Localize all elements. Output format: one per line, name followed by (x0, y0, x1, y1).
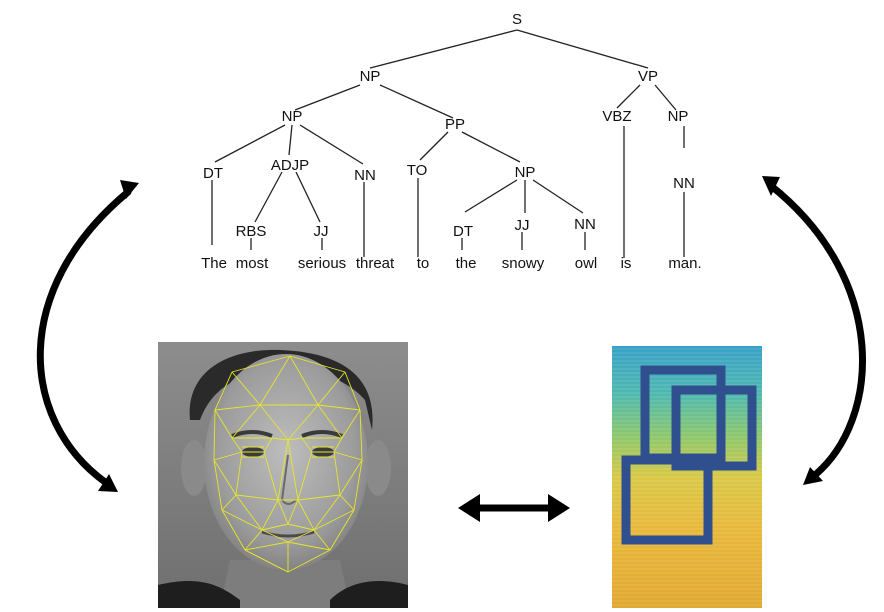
tree-words: The most serious threat to the snowy owl… (201, 255, 702, 272)
node-jj-2: JJ (515, 217, 530, 234)
word-is: is (621, 255, 632, 272)
face-skin (204, 354, 368, 570)
word-man: man. (668, 255, 701, 272)
detection-boxes (621, 365, 757, 545)
word-owl: owl (575, 255, 598, 272)
right-ear (365, 440, 391, 496)
node-s: S (512, 11, 522, 28)
node-adjp: ADJP (271, 157, 309, 174)
heatmap-image (612, 346, 762, 608)
detection-box-3 (621, 455, 713, 545)
node-nn-object: NN (673, 175, 695, 192)
node-vbz: VBZ (602, 108, 631, 125)
word-snowy: snowy (502, 255, 545, 272)
left-arrow-head-top (120, 180, 139, 199)
horizontal-arrow-head-right (548, 494, 570, 522)
word-threat: threat (356, 255, 395, 272)
horizontal-arrow-head-left (458, 494, 480, 522)
node-nn-threat: NN (354, 167, 376, 184)
node-rbs: RBS (236, 223, 267, 240)
left-curved-double-arrow (36, 188, 132, 486)
left-ear (181, 440, 207, 496)
tree-node-labels: S NP VP NP PP VBZ NP DT ADJP NN TO NP NN… (203, 11, 695, 240)
right-brow (301, 430, 343, 438)
right-arrow-head-bottom (803, 467, 823, 485)
right-curved-double-arrow (766, 181, 867, 479)
neck (220, 560, 350, 608)
parse-tree: S NP VP NP PP VBZ NP DT ADJP NN TO NP NN… (201, 11, 702, 272)
node-dt-1: DT (203, 165, 223, 182)
word-most: most (236, 255, 269, 272)
node-vp: VP (638, 68, 658, 85)
face-landmark-mesh (213, 355, 363, 573)
tree-edges (211, 29, 685, 258)
word-to: to (417, 255, 430, 272)
shirt-left (158, 580, 240, 608)
node-np-inner: NP (282, 108, 303, 125)
face-image (158, 342, 408, 608)
shirt-right (330, 580, 408, 608)
right-arrow-head-top (762, 176, 780, 196)
left-arrow-head-bottom (98, 474, 118, 492)
node-np-object: NP (668, 108, 689, 125)
node-pp: PP (445, 116, 465, 133)
node-np-subject: NP (360, 68, 381, 85)
word-the-2: the (456, 255, 477, 272)
left-brow (231, 430, 273, 438)
detection-box-2 (671, 385, 757, 471)
node-to: TO (407, 162, 428, 179)
word-serious: serious (298, 255, 346, 272)
word-the: The (201, 255, 227, 272)
node-jj-1: JJ (314, 223, 329, 240)
arrows (36, 176, 867, 522)
heatmap-texture (612, 346, 762, 608)
node-dt-2: DT (453, 223, 473, 240)
node-np-pp: NP (515, 164, 536, 181)
node-nn-owl: NN (574, 216, 596, 233)
mouth (261, 530, 315, 538)
